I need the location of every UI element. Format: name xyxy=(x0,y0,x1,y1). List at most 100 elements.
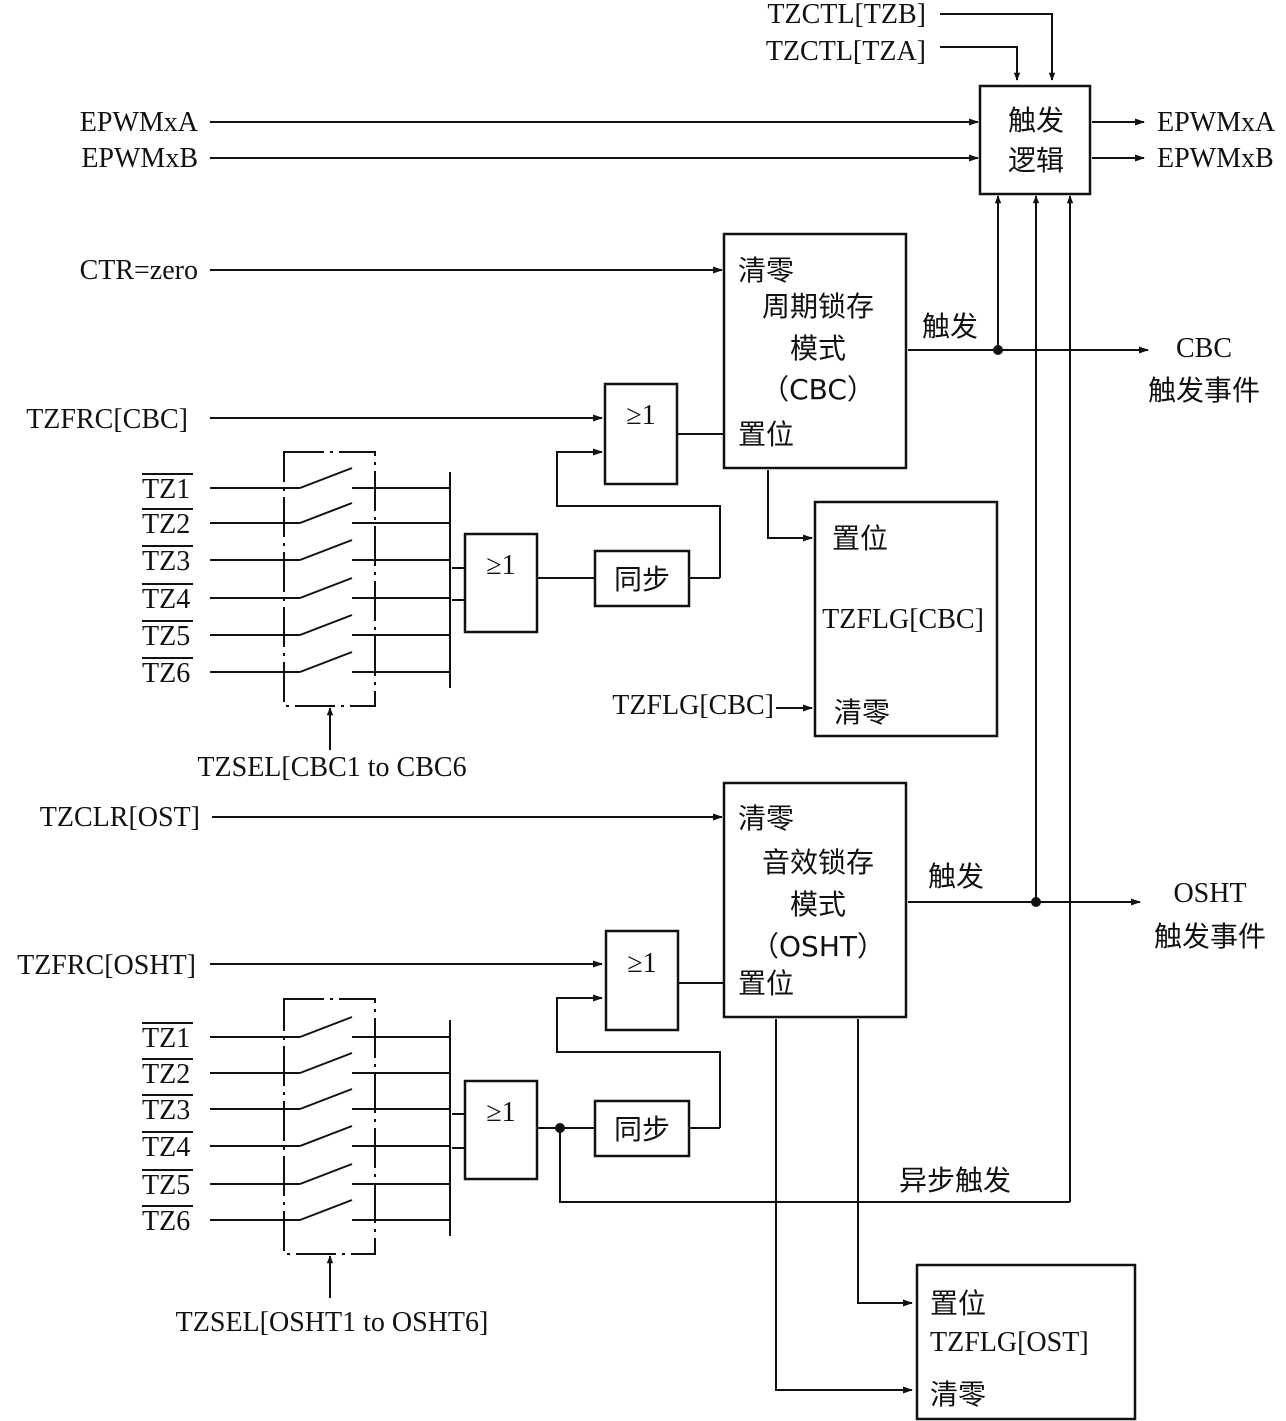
cbc-tz-row: TZ6 xyxy=(142,651,450,689)
cbc-tz-selector-switch xyxy=(299,502,353,524)
cbc-set-or-gate xyxy=(603,382,679,486)
osht-tz-label: TZ2 xyxy=(142,1059,190,1090)
osht-to-flag-clear-wire xyxy=(775,1019,913,1394)
osht-tz-selector-switch xyxy=(299,1052,353,1074)
osht-sync-feedback-wire xyxy=(556,994,721,1128)
tzsel-osht-label: TZSEL[OSHT1 to OSHT6] xyxy=(176,1307,489,1338)
tzflg-cbc-name: TZFLG[CBC] xyxy=(822,604,984,635)
cbc-tz-row: TZ3 xyxy=(142,539,450,577)
trip-logic-label-2: 逻辑 xyxy=(1008,144,1064,177)
tzflg-ost-set-label: 置位 xyxy=(930,1287,986,1320)
ctr-zero-label: CTR=zero xyxy=(80,255,198,286)
cbc-tz-label: TZ6 xyxy=(142,658,190,689)
osht-set-or-label: ≥1 xyxy=(627,948,656,979)
async-trip-label: 异步触发 xyxy=(899,1164,1011,1197)
tzctl-tza-label: TZCTL[TZA] xyxy=(766,36,926,67)
cbc-tz-selector-switch xyxy=(299,577,353,599)
osht-tz-row: TZ5 xyxy=(142,1163,450,1201)
tzflg-cbc-set-label: 置位 xyxy=(832,522,888,555)
osht-sync-label: 同步 xyxy=(614,1113,670,1146)
osht-event-label-1: OSHT xyxy=(1173,878,1246,909)
osht-tz-row: TZ3 xyxy=(142,1088,450,1126)
tza-wire xyxy=(940,46,1021,81)
cbc-event-label-2: 触发事件 xyxy=(1148,374,1260,407)
osht-tz-label: TZ4 xyxy=(142,1132,190,1163)
osht-tz-or-label: ≥1 xyxy=(486,1097,515,1128)
osht-sync-block xyxy=(593,1099,691,1158)
osht-tz-selector-switch xyxy=(299,1163,353,1185)
cbc-sync-label: 同步 xyxy=(614,563,670,596)
trip-logic-block xyxy=(978,84,1092,196)
osht-tz-selector-switch xyxy=(299,1199,353,1221)
cbc-switch-bank-frame xyxy=(283,451,376,707)
osht-tz-label: TZ5 xyxy=(142,1170,190,1201)
cbc-tz-label: TZ3 xyxy=(142,546,190,577)
async-trip-wire xyxy=(559,1128,1070,1203)
cbc-tz-selector-switch xyxy=(299,614,353,636)
osht-tz-row: TZ2 xyxy=(142,1052,450,1090)
trip-logic-label-1: 触发 xyxy=(1008,104,1064,137)
cbc-tz-row: TZ1 xyxy=(142,467,450,505)
epwmxa-input-label: EPWMxA xyxy=(80,107,199,138)
cbc-set-or-label: ≥1 xyxy=(626,400,655,431)
osht-latch-name-3: （OSHT） xyxy=(751,930,885,963)
osht-tz-label: TZ1 xyxy=(142,1023,190,1054)
tzflg-ost-clear-label: 清零 xyxy=(930,1378,986,1411)
osht-latch-name-1: 音效锁存 xyxy=(762,846,874,879)
osht-trip-label: 触发 xyxy=(928,860,984,893)
osht-tz-label: TZ6 xyxy=(142,1206,190,1237)
tzflg-ost-block xyxy=(915,1263,1137,1421)
tzctl-tzb-label: TZCTL[TZB] xyxy=(767,0,926,30)
tzfrc-cbc-label: TZFRC[CBC] xyxy=(26,404,188,435)
epwmxa-output-label: EPWMxA xyxy=(1157,107,1276,138)
cbc-latch-clear-label: 清零 xyxy=(738,254,794,287)
osht-tz-row: TZ4 xyxy=(142,1125,450,1163)
tzfrc-osht-label: TZFRC[OSHT] xyxy=(17,950,196,981)
tzsel-cbc-label: TZSEL[CBC1 to CBC6 xyxy=(197,752,466,783)
epwmxb-output-label: EPWMxB xyxy=(1157,143,1274,174)
cbc-latch-name-1: 周期锁存 xyxy=(762,290,874,323)
osht-tz-row: TZ1 xyxy=(142,1016,450,1054)
cbc-tz-row: TZ2 xyxy=(142,502,450,540)
cbc-sync-feedback-wire xyxy=(556,448,721,578)
cbc-sync-block xyxy=(593,549,691,608)
osht-to-flag-set-wire xyxy=(857,1019,913,1307)
cbc-latch-set-label: 置位 xyxy=(738,418,794,451)
tzflg-ost-name: TZFLG[OST] xyxy=(930,1327,1089,1358)
osht-switch-bank-frame xyxy=(283,998,376,1255)
osht-tz-selector-switch xyxy=(299,1016,353,1038)
osht-tz-row: TZ6 xyxy=(142,1199,450,1237)
osht-latch-set-label: 置位 xyxy=(738,967,794,1000)
osht-latch-name-2: 模式 xyxy=(790,888,846,921)
cbc-tz-or-gate xyxy=(463,532,539,634)
tzflg-cbc-clear-label: 清零 xyxy=(834,696,890,729)
osht-latch-clear-label: 清零 xyxy=(738,802,794,835)
tzb-wire xyxy=(940,13,1056,81)
cbc-tz-or-label: ≥1 xyxy=(486,550,515,581)
tzflg-cbc-clear-input-label: TZFLG[CBC] xyxy=(612,690,774,721)
cbc-event-label-1: CBC xyxy=(1176,333,1232,364)
osht-set-or-gate xyxy=(604,929,680,1032)
cbc-trip-label: 触发 xyxy=(922,310,978,343)
cbc-to-flag-wire xyxy=(767,470,813,542)
cbc-tz-label: TZ5 xyxy=(142,621,190,652)
cbc-tz-label: TZ1 xyxy=(142,474,190,505)
cbc-tz-label: TZ4 xyxy=(142,584,190,615)
cbc-tz-selector-switch xyxy=(299,467,353,489)
tzclr-ost-label: TZCLR[OST] xyxy=(40,802,200,833)
cbc-latch-block xyxy=(722,232,908,470)
osht-tz-selector-switch xyxy=(299,1088,353,1110)
osht-tz-selector-switch xyxy=(299,1125,353,1147)
cbc-junction-dot xyxy=(993,345,1003,355)
tzflg-cbc-block xyxy=(813,500,999,738)
osht-junction-dot xyxy=(1031,897,1041,907)
epwmxb-input-label: EPWMxB xyxy=(81,143,198,174)
cbc-tz-row: TZ5 xyxy=(142,614,450,652)
cbc-tz-row: TZ4 xyxy=(142,577,450,615)
osht-tz-label: TZ3 xyxy=(142,1095,190,1126)
